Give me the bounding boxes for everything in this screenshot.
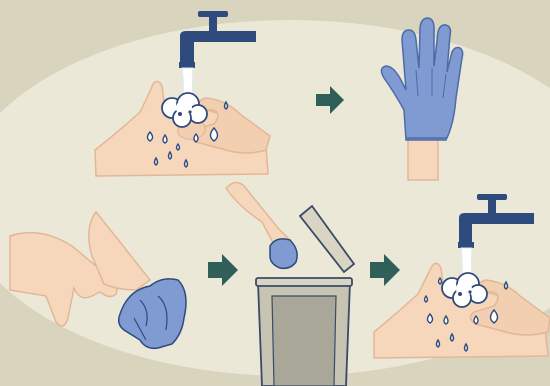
dropped-glove: [270, 239, 297, 269]
